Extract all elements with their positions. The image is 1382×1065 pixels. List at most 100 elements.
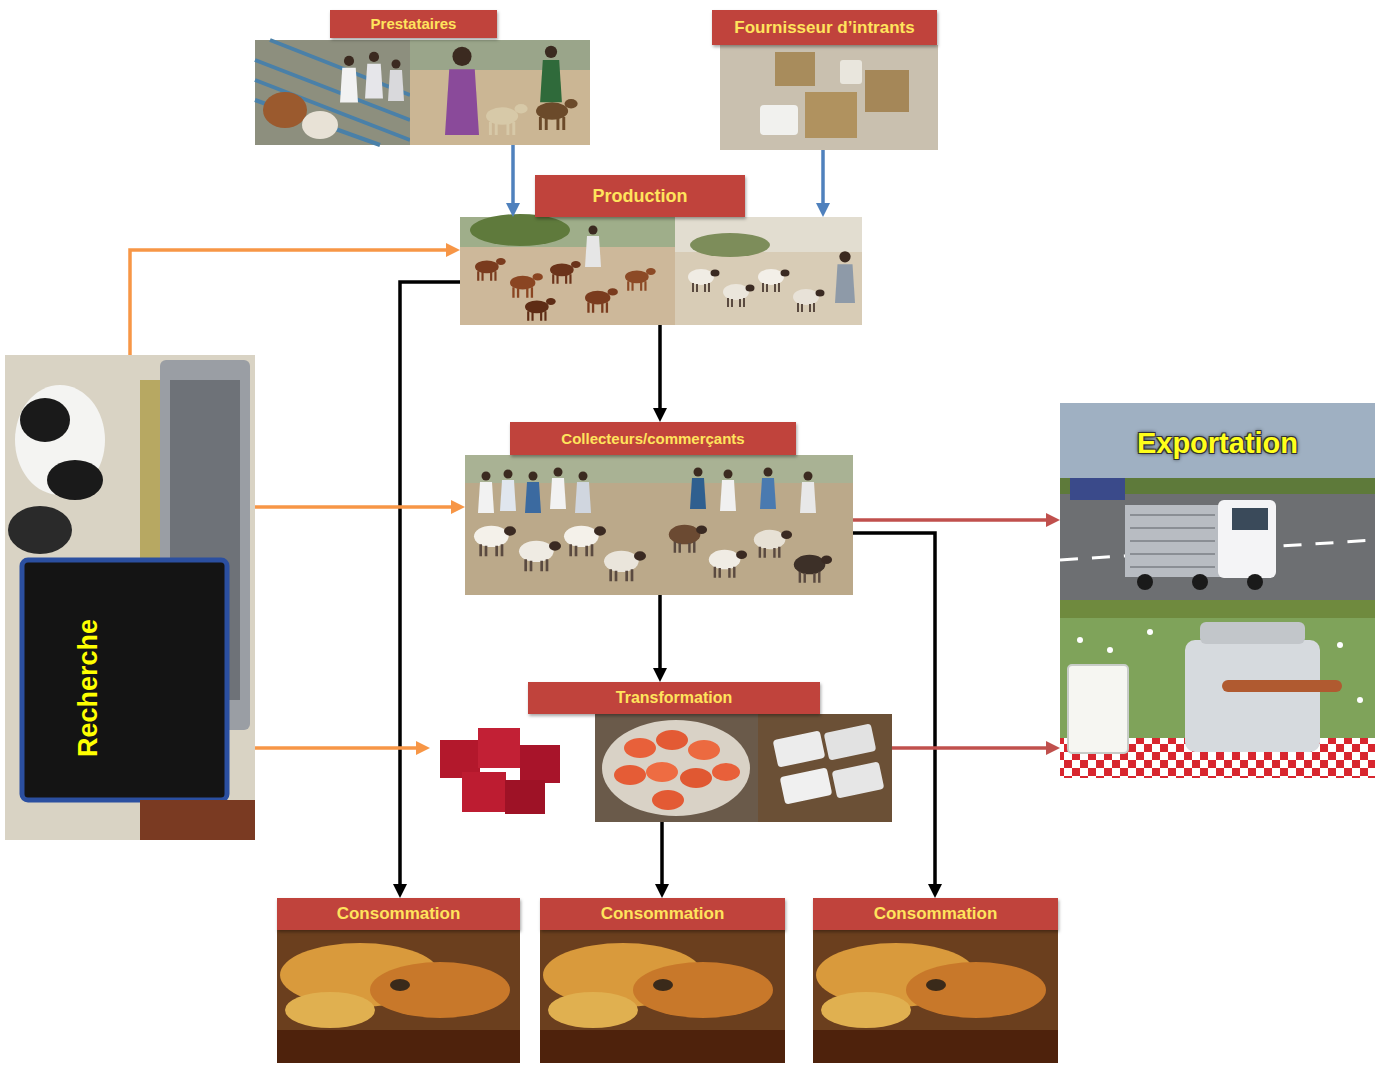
prestataires-photo-shape [263,92,307,128]
produits-photo-shape [595,714,758,822]
flow-arrow [255,746,424,750]
production-photo-shape [835,251,855,303]
plat-photo-shape [926,979,946,991]
marche-photo-shape [604,551,646,582]
flow-arrow [853,533,935,892]
produits-photo-shape [614,765,646,785]
produits-photo-shape [832,761,885,798]
exportation-photo-shape [1077,637,1083,643]
prestataires-photo-shape [365,52,383,99]
marche-photo-shape [690,468,706,510]
production-photo-shape [510,273,543,297]
exportation-photo-shape [1060,600,1375,618]
production-photo-shape [585,288,618,312]
plat-photo-shape [633,962,773,1018]
prestataires-photo-shape [536,99,578,130]
marche-photo-shape [800,472,816,514]
production-photo-shape [675,217,862,325]
exportation-photo-shape [1070,478,1125,500]
plat-photo-shape [813,930,1058,1063]
prestataires-photo-shape [486,104,528,135]
exportation-photo-shape [1232,508,1268,530]
research-box: Recherche [5,355,255,840]
exportation-photo-shape [1068,665,1128,753]
produits-photo-shape [780,767,833,804]
stage-label: Fournisseur d’intrants [712,10,937,45]
produits-photo-shape [462,772,506,812]
plat-photo-shape [370,962,510,1018]
flow-arrow [892,746,1054,750]
marche-photo-shape [474,526,516,557]
consumption-box: Consommation [813,898,1058,1063]
production-photo-shape [688,269,720,292]
exportation-photo-shape [1200,622,1305,644]
production-photo-shape [690,233,770,257]
production-photo-shape [793,289,825,312]
flow-arrow [658,325,662,416]
flow-arrow [821,150,825,211]
intrants-photo-shape [720,45,938,150]
exportation-photo-shape [1137,574,1153,590]
marche-photo-shape [575,472,591,514]
production-photo-shape [550,261,581,284]
marche-photo [465,455,853,595]
intrants-photo [720,45,938,150]
produits-photo-shape [478,728,520,768]
marche-photo-shape [478,472,494,514]
plat-photo-shape [813,1030,1058,1063]
exportation-photo-shape [1357,697,1363,703]
flow-arrow [660,822,664,892]
produits-photo-shape [773,730,826,767]
prestataires-photo-shape [255,40,410,145]
exportation-photo-shape [1218,500,1276,578]
intrants-photo-shape [865,70,909,112]
production-photo-shape [525,298,556,321]
consumption-box: Consommation [277,898,520,1063]
plat-photo-shape [540,930,785,1063]
plat-photo-shape [285,992,375,1028]
intrants-photo-shape [775,52,815,86]
marche-photo-shape [760,468,776,510]
stage-label: Production [535,175,745,217]
intrants-photo-shape [840,60,862,84]
prestataires-photo-shape [445,47,479,135]
consumption-box: Consommation [540,898,785,1063]
plat-photo [277,930,1058,1063]
produits-photo-shape [520,745,560,783]
stage-label: Consommation [540,898,785,930]
flow-arrow [511,145,515,211]
produits-photo-shape [656,730,688,750]
exportation-photo-shape [1060,494,1375,602]
stage-label: Collecteurs/commerçants [510,422,796,455]
stage-box: Production [460,217,862,325]
flow-arrow [130,250,454,355]
exportation-photo [1060,403,1375,778]
plat-photo-shape [906,962,1046,1018]
plat-photo-shape [548,992,638,1028]
actor-box: Prestataires [255,10,590,145]
stage-box: Collecteurs/commerçants [465,422,853,595]
produits-photo-shape [430,714,595,820]
marche-photo-shape [564,526,606,557]
stage-title: Exportation [1060,423,1375,463]
exportation-photo-shape [1107,647,1113,653]
export-box: Exportation [1060,403,1375,778]
flow-arrow [400,282,460,892]
exportation-photo-shape [1060,618,1375,778]
exportation-photo-shape [1130,515,1215,567]
exportation-photo-shape [1147,629,1153,635]
produits-photo-shape [824,723,877,760]
marche-photo-shape [465,455,853,483]
exportation-photo-shape [1192,574,1208,590]
exportation-photo-shape [1337,642,1343,648]
stage-box: Transformation [430,682,892,822]
plat-photo-shape [540,1030,785,1063]
produits-photo-shape [712,763,740,781]
marche-photo-shape [720,470,736,512]
marche-photo-shape [519,541,561,572]
exportation-photo-shape [1247,574,1263,590]
recherche-photo-shape [47,460,103,500]
production-photo-shape [470,214,570,246]
recherche-photo-shape [5,355,255,840]
marche-photo-shape [465,455,853,595]
